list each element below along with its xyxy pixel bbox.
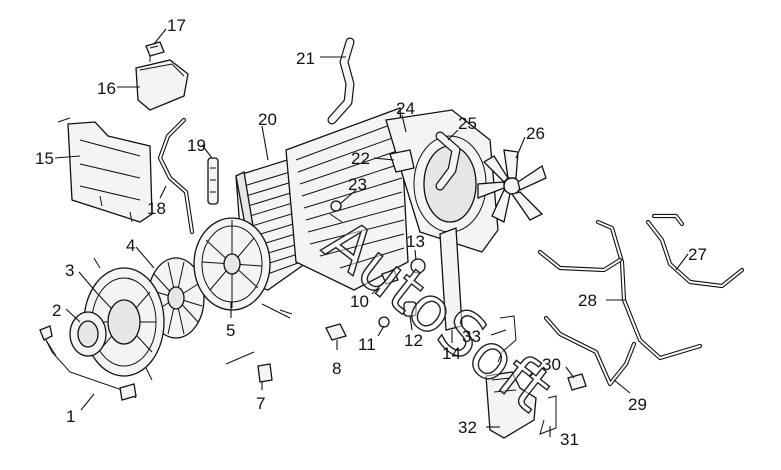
- part-27-ac-line: [645, 213, 745, 289]
- part-32-reservoir-tank: [485, 371, 537, 439]
- callout-21: 21: [296, 49, 315, 68]
- callout-30: 30: [542, 355, 561, 374]
- part-10-clip: [381, 269, 399, 285]
- part-21-upper-hose: [327, 37, 355, 125]
- part-23-fitting: [329, 200, 343, 223]
- part-26-fan-blade: [477, 149, 547, 223]
- callout-18: 18: [147, 199, 166, 218]
- callout-labels: 1 2 3 4 5 7 8 10 11 12 13 14 15 16 17 18…: [35, 16, 707, 449]
- part-5-condenser-fan: [193, 217, 293, 319]
- callout-11: 11: [358, 335, 376, 354]
- callout-32: 32: [458, 418, 477, 437]
- part-30-sensor: [567, 373, 587, 391]
- part-17-clip: [145, 41, 165, 57]
- part-29-ac-line: [543, 315, 637, 387]
- callout-19: 19: [187, 136, 206, 155]
- callout-12: 12: [404, 331, 423, 350]
- part-3-fan-shroud: [83, 257, 165, 381]
- callout-24: 24: [396, 99, 415, 118]
- callout-15: 15: [35, 149, 54, 168]
- callout-3: 3: [65, 261, 74, 280]
- callout-16: 16: [97, 79, 116, 98]
- part-16-reservoir-tank: [135, 56, 189, 111]
- part-31-bracket: [539, 395, 557, 435]
- callout-33: 33: [462, 327, 481, 346]
- callout-leaders: [54, 28, 689, 437]
- callout-25: 25: [458, 114, 477, 133]
- part-13-fitting: [410, 258, 426, 274]
- part-18-hose-line: [157, 117, 195, 235]
- callout-1: 1: [66, 407, 75, 426]
- callout-10: 10: [350, 292, 369, 311]
- callout-23: 23: [348, 175, 367, 194]
- part-22-bracket: [389, 149, 415, 173]
- part-1-bracket-wire: [39, 325, 137, 401]
- callout-7: 7: [256, 394, 265, 413]
- callout-2: 2: [52, 301, 61, 320]
- part-8-relay: [325, 323, 347, 341]
- part-2-fan-motor: [69, 311, 107, 357]
- callout-26: 26: [526, 124, 545, 143]
- callout-14: 14: [442, 344, 461, 363]
- callout-27: 27: [688, 245, 707, 264]
- callout-22: 22: [351, 149, 370, 168]
- part-33-bracket: [497, 315, 517, 363]
- part-19-bracket: [207, 157, 219, 205]
- callout-13: 13: [406, 232, 425, 251]
- callout-8: 8: [332, 359, 341, 378]
- callout-31: 31: [560, 430, 579, 449]
- callout-5: 5: [226, 321, 235, 340]
- part-7-bracket: [225, 351, 273, 383]
- callout-17: 17: [167, 16, 186, 35]
- callout-4: 4: [126, 236, 135, 255]
- part-25-hose: [435, 131, 461, 191]
- callout-29: 29: [628, 395, 647, 414]
- part-14-side-bracket: [439, 227, 463, 331]
- callout-20: 20: [258, 110, 277, 129]
- callout-28: 28: [578, 291, 597, 310]
- part-15-fan-shroud-panel: [57, 117, 153, 223]
